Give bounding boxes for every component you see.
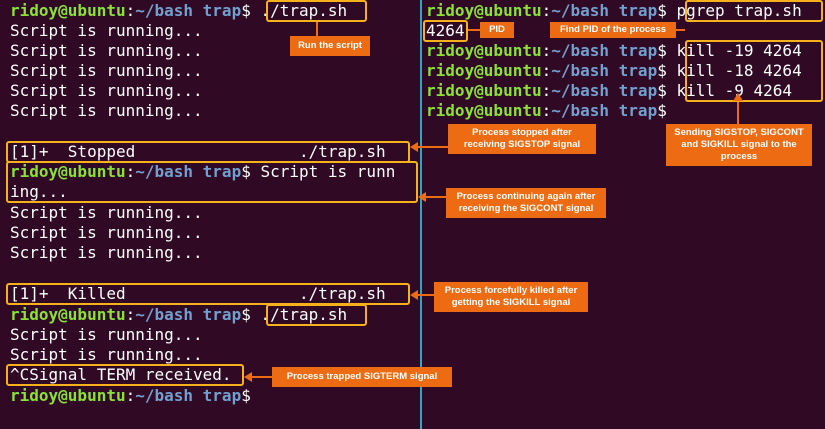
output-line: Script is running...: [10, 223, 203, 242]
callout-process-killed: Process forcefully killed after getting …: [434, 282, 588, 312]
connector-killed: [418, 294, 434, 296]
connector-pid: [468, 29, 480, 31]
prompt-sep: :: [125, 1, 136, 20]
signal-output-line: ^CSignal TERM received.: [10, 365, 232, 384]
connector-find-pid: [676, 29, 685, 31]
terminal-pane-left[interactable]: ridoy@ubuntu:~/bash trap$ ./trap.sh Scri…: [0, 0, 420, 429]
prompt-sep: :: [541, 1, 552, 20]
prompt-path: ~/bash trap: [135, 162, 242, 181]
output-line: Script is running...: [10, 203, 203, 222]
callout-process-stopped: Process stopped after receiving SIGSTOP …: [448, 124, 596, 154]
command-text: kill -18 4264: [676, 61, 802, 80]
prompt-symbol: $: [657, 81, 677, 100]
prompt-line: ridoy@ubuntu:~/bash trap$: [426, 101, 676, 121]
prompt-symbol: $: [241, 386, 261, 405]
prompt-symbol: $: [241, 162, 261, 181]
callout-sending-signals: Sending SIGSTOP, SIGCONT and SIGKILL sig…: [666, 124, 812, 166]
output-line: Script is running...: [10, 21, 203, 40]
command-text: ./trap.sh: [260, 1, 348, 20]
prompt-line: ridoy@ubuntu:~/bash trap$ kill -18 4264: [426, 61, 802, 81]
prompt-user: ridoy@ubuntu: [426, 61, 542, 80]
prompt-user: ridoy@ubuntu: [426, 101, 542, 120]
wrapped-output-cont: ing...: [10, 182, 68, 201]
output-line: Script is running...: [10, 101, 203, 120]
connector-stopped: [418, 146, 448, 148]
prompt-sep: :: [541, 41, 552, 60]
command-text: pgrep trap.sh: [676, 1, 802, 20]
wrapped-output: Script is runn: [260, 162, 396, 181]
prompt-user: ridoy@ubuntu: [10, 162, 126, 181]
arrow-continuing: [418, 192, 426, 202]
arrow-killed: [410, 290, 418, 300]
prompt-path: ~/bash trap: [135, 1, 242, 20]
prompt-symbol: $: [241, 1, 261, 20]
arrow-trapped: [244, 372, 252, 382]
prompt-symbol: $: [657, 1, 677, 20]
prompt-path: ~/bash trap: [551, 41, 658, 60]
output-line: Script is running...: [10, 81, 203, 100]
output-line: Script is running...: [10, 243, 203, 262]
prompt-line: ridoy@ubuntu:~/bash trap$ kill -19 4264: [426, 41, 802, 61]
prompt-line: ridoy@ubuntu:~/bash trap$ pgrep trap.sh: [426, 1, 802, 21]
prompt-path: ~/bash trap: [551, 81, 658, 100]
connector-sending-signals: [737, 102, 739, 124]
arrow-sending-signals: [733, 93, 743, 101]
prompt-symbol: $: [241, 305, 261, 324]
output-line: Script is running...: [10, 61, 203, 80]
prompt-symbol: $: [657, 41, 677, 60]
output-line: Script is running...: [10, 41, 203, 60]
prompt-symbol: $: [657, 61, 677, 80]
prompt-path: ~/bash trap: [551, 61, 658, 80]
callout-pid: PID: [480, 22, 514, 38]
prompt-sep: :: [125, 305, 136, 324]
prompt-sep: :: [541, 61, 552, 80]
prompt-user: ridoy@ubuntu: [10, 305, 126, 324]
command-text: ./trap.sh: [260, 305, 348, 324]
prompt-user: ridoy@ubuntu: [426, 81, 542, 100]
prompt-symbol: $: [657, 101, 677, 120]
prompt-line: ridoy@ubuntu:~/bash trap$ Script is runn: [10, 162, 395, 182]
prompt-sep: :: [541, 81, 552, 100]
prompt-line: ridoy@ubuntu:~/bash trap$ ./trap.sh: [10, 305, 347, 325]
output-line: Script is running...: [10, 325, 203, 344]
connector-continuing: [426, 196, 446, 198]
prompt-line: ridoy@ubuntu:~/bash trap$ kill -9 4264: [426, 81, 792, 101]
prompt-user: ridoy@ubuntu: [426, 1, 542, 20]
output-line: Script is running...: [10, 345, 203, 364]
pane-divider[interactable]: [420, 0, 422, 429]
prompt-user: ridoy@ubuntu: [426, 41, 542, 60]
callout-trapped-sigterm: Process trapped SIGTERM signal: [272, 367, 452, 387]
arrow-stopped: [410, 142, 418, 152]
pid-output: 4264: [426, 21, 465, 40]
job-killed-line: [1]+ Killed ./trap.sh: [10, 284, 386, 303]
prompt-path: ~/bash trap: [551, 101, 658, 120]
prompt-sep: :: [125, 162, 136, 181]
prompt-user: ridoy@ubuntu: [10, 1, 126, 20]
prompt-path: ~/bash trap: [135, 386, 242, 405]
prompt-path: ~/bash trap: [551, 1, 658, 20]
connector-trapped: [252, 376, 272, 378]
prompt-line: ridoy@ubuntu:~/bash trap$ ./trap.sh: [10, 1, 347, 21]
prompt-user: ridoy@ubuntu: [10, 386, 126, 405]
job-stopped-line: [1]+ Stopped ./trap.sh: [10, 142, 386, 161]
command-text: kill -19 4264: [676, 41, 802, 60]
prompt-sep: :: [125, 386, 136, 405]
prompt-line: ridoy@ubuntu:~/bash trap$: [10, 386, 260, 406]
connector-run-script: [316, 22, 318, 36]
prompt-sep: :: [541, 101, 552, 120]
callout-run-script: Run the script: [290, 36, 370, 56]
callout-find-pid: Find PID of the process: [550, 22, 676, 38]
callout-process-continuing: Process continuing again after receiving…: [446, 188, 606, 218]
prompt-path: ~/bash trap: [135, 305, 242, 324]
